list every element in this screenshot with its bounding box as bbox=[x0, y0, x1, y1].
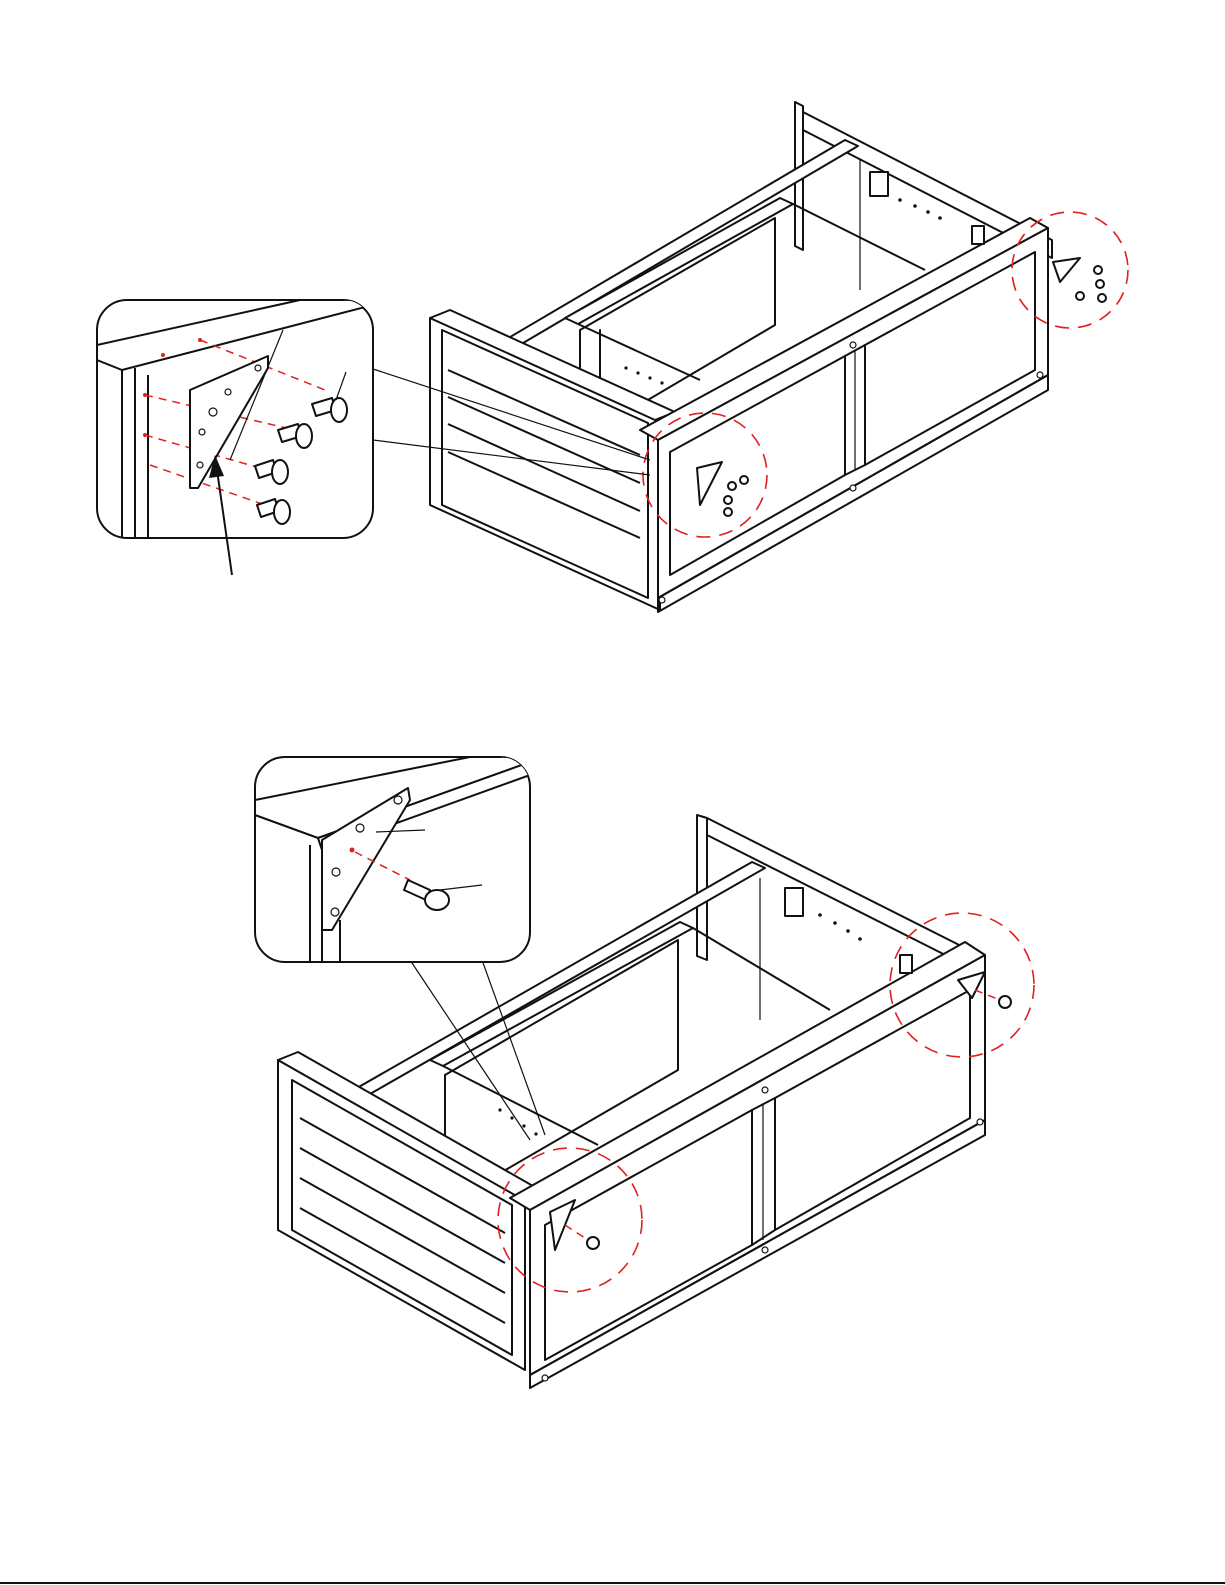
step-1-cabinet bbox=[370, 102, 1128, 612]
step-2-detail-inset bbox=[255, 757, 530, 965]
step-1-detail-inset bbox=[97, 300, 373, 575]
